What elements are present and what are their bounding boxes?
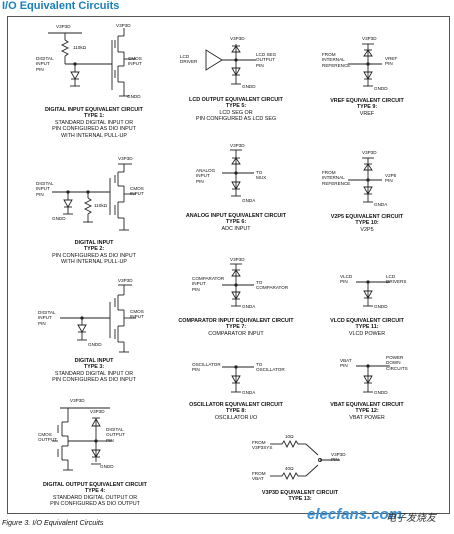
circuit-type7 [222, 263, 254, 307]
circuit-type4 [52, 407, 112, 471]
label-gndd-t1: GNDD [127, 94, 141, 99]
label-v3p3d-t6: V3P3D [230, 143, 245, 148]
page-title: I/O Equivalent Circuits [2, 0, 120, 12]
circuit-type11 [356, 280, 390, 307]
figure-caption: Figure 3. I/O Equivalent Circuits [2, 518, 104, 527]
circuit-type2 [52, 163, 136, 231]
label-v3p3d-t9: V3P3D [362, 36, 377, 41]
label-gnda-t10: GNDA [374, 202, 388, 207]
label-v3p3d-t10: V3P3D [362, 150, 377, 155]
label-gndd-t4: GNDD [100, 464, 114, 469]
circuit-type6 [222, 149, 254, 197]
label-v3p3d-t3: V3P3D [118, 278, 133, 283]
circuit-type12 [356, 364, 390, 393]
label-110k-t2: 110kΩ [94, 203, 108, 208]
label-gnda-t6: GNDA [242, 198, 256, 203]
label-gndd-t12: GNDD [374, 390, 388, 395]
label-v3p3d-t5: V3P3D [230, 36, 245, 41]
label-gndd-t11: GNDD [374, 304, 388, 309]
circuit-type3 [60, 284, 136, 353]
diagram-frame [7, 16, 450, 514]
label-gnda-t8: GNDA [242, 390, 256, 395]
label-v3p3d-t4a: V3P3D [70, 398, 85, 403]
watermark-cn: 电子发烧友 [386, 513, 436, 524]
label-110k-t1: 110kΩ [73, 45, 87, 50]
label-v3p3d-t4b: V3P3D [90, 409, 105, 414]
label-r10: 10Ω [285, 434, 294, 439]
circuit-type10 [348, 157, 382, 203]
label-gndd-t3: GNDD [88, 342, 102, 347]
label-r40: 40Ω [285, 466, 294, 471]
label-gndd-t2: GNDD [52, 216, 66, 221]
label-gndd-t9: GNDD [374, 86, 388, 91]
circuit-type9 [348, 43, 382, 87]
label-v3p3d-t1a: V3P3D [56, 24, 71, 29]
label-v3p3d-t2: V3P3D [118, 156, 133, 161]
label-v3p3d-t1b: V3P3D [116, 23, 131, 28]
label-v3p3d-t7: V3P3D [230, 257, 245, 262]
label-gndd-t5: GNDD [242, 84, 256, 89]
watermark-brand: elecfans.com [307, 506, 403, 523]
circuit-type1 [48, 28, 136, 97]
circuit-type5 [205, 44, 256, 85]
circuit-type8 [222, 365, 254, 393]
circuit-type13 [270, 439, 340, 481]
label-gnda-t7: GNDA [242, 304, 256, 309]
